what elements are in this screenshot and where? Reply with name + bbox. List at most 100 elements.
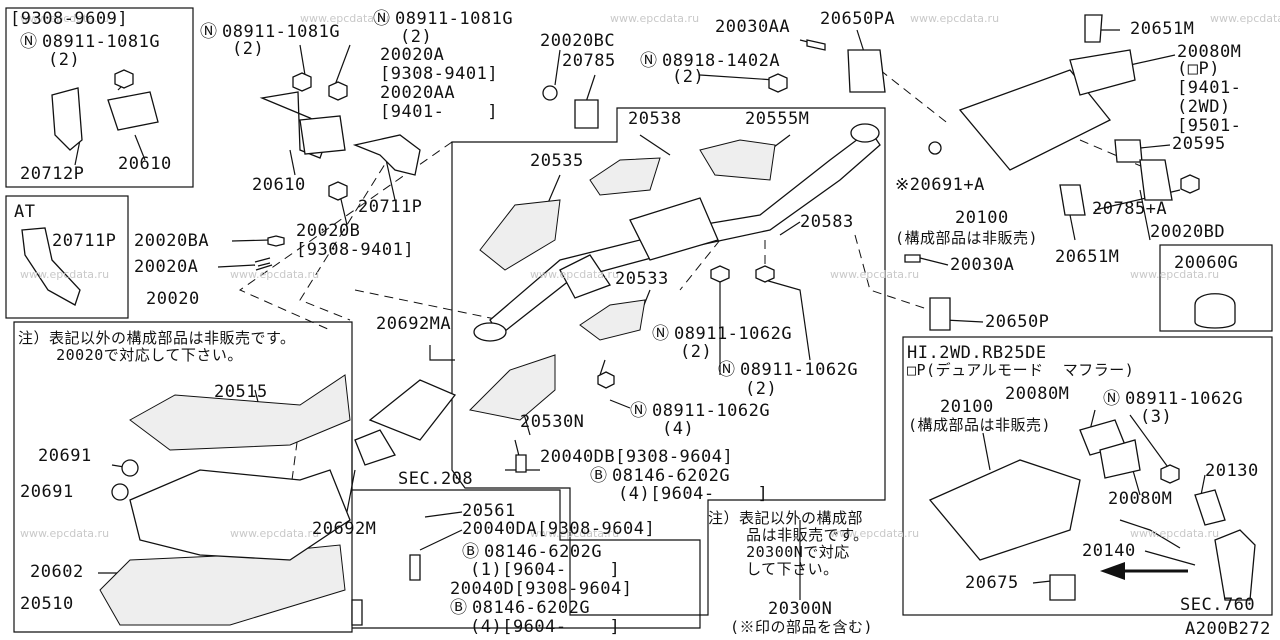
part-note: (□P) [9401- ] (2WD) [9501- ] [1177,59,1242,136]
part-label: 08146-6202G [472,598,591,618]
part-label: 20060G [1174,253,1239,273]
part-label: 20595 [1172,134,1226,154]
part-label: 20691 [38,446,92,466]
diagram-id: A200B272 [1185,619,1271,639]
part-label: 08911-1081G [395,9,514,29]
part-label: 20140 [1082,541,1136,561]
part-label: 20785+A [1092,199,1168,219]
part-label: 08911-1081G [42,32,161,52]
bolt-symbol-icon: Ⓑ [462,542,480,562]
note-text: 注）表記以外の構成部 品は非販売です。 20300Nで対応 して下さい。 [708,509,869,578]
quantity-label: (2) [232,39,265,59]
part-label: 20711P [358,197,423,217]
quantity-label: (1)[9604- ] [470,560,621,580]
quantity-label: (3) [1140,407,1173,427]
part-label: [9308-9609] [10,9,129,29]
part-label: 20651M [1130,19,1195,39]
bolt-symbol-icon: Ⓑ [590,466,608,486]
part-label: 20300N [768,599,833,619]
inset-box-at [5,195,129,319]
quantity-label: (2) [745,379,778,399]
part-label: 20602 [30,562,84,582]
quantity-label: (2) [672,67,705,87]
quantity-label: (2) [680,342,713,362]
part-label: 20583 [800,212,854,232]
nut-symbol-icon: Ⓝ [652,324,670,344]
part-label: 20030A [950,255,1015,275]
part-label: 20020B [9308-9401] [296,221,415,260]
part-label: 20711P [52,231,117,251]
part-label: 20692M [312,519,377,539]
watermark: www.epcdata.ru [1130,527,1220,540]
nut-symbol-icon: Ⓝ [718,360,736,380]
part-label: 08911-1062G [652,401,771,421]
inset-subtitle: □P(デュアルモード マフラー) [907,361,1135,379]
watermark: www.epcdata.ru [910,12,1000,25]
watermark: www.epcdata.ru [20,268,110,281]
inset-box-20060g [1159,244,1273,332]
part-label: 20692MA [376,314,452,334]
watermark: www.epcdata.ru [830,268,920,281]
part-label: 20020BC [540,31,616,51]
part-label: 20675 [965,573,1019,593]
part-label: 20610 [252,175,306,195]
part-label: 20691 [20,482,74,502]
part-label: 20020BD [1150,222,1226,242]
part-label: 08146-6202G [612,466,731,486]
quantity-label: (4)[9604- ] [470,617,621,637]
watermark: www.epcdata.ru [1130,268,1220,281]
part-note: (※印の部品を含む) [730,618,874,636]
inset-box-dual-mode-muffler [902,336,1273,616]
part-label: 20020A [9308-9401] 20020AA [9401- ] [380,45,499,122]
part-label: 20080M [1108,489,1173,509]
watermark: www.epcdata.ru [20,12,110,25]
part-label: 20100 [955,208,1009,228]
part-label: 20080M [1005,384,1070,404]
watermark: www.epcdata.ru [830,527,920,540]
part-label: 20610 [118,154,172,174]
bolt-symbol-icon: Ⓑ [450,598,468,618]
nut-symbol-icon: Ⓝ [630,401,648,421]
part-label: 20712P [20,164,85,184]
inset-box-20300n [451,107,886,616]
section-reference: SEC.760 [1180,595,1256,615]
note-text: 注）表記以外の構成部品は非販売です。 20020で対応して下さい。 [18,329,296,364]
watermark: www.epcdata.ru [20,527,110,540]
part-label: 20650PA [820,9,896,29]
watermark: www.epcdata.ru [230,527,320,540]
part-label: 08911-1062G [1125,389,1244,409]
part-label: 20555M [745,109,810,129]
part-note: (構成部品は非販売) [895,229,1039,247]
watermark: www.epcdata.ru [530,527,620,540]
part-label: 08918-1402A [662,51,781,71]
part-label: 20080M [1177,42,1242,62]
quantity-label: (2) [400,27,433,47]
part-label: 20651M [1055,247,1120,267]
inset-title: AT [14,202,36,222]
part-label: 08146-6202G [484,542,603,562]
quantity-label: (4)[9604- ] [618,484,769,504]
part-label: 20020 [146,289,200,309]
nut-symbol-icon: Ⓝ [640,51,658,71]
part-label: 20100 [940,397,994,417]
part-label: 20510 [20,594,74,614]
part-label: 20785 [562,51,616,71]
part-label: ※20691+A [895,175,985,195]
nut-symbol-icon: Ⓝ [1103,389,1121,409]
part-label: 20533 [615,269,669,289]
part-note: (構成部品は非販売) [908,416,1052,434]
inset-title: HI.2WD.RB25DE [907,343,1047,363]
nut-symbol-icon: Ⓝ [20,32,38,52]
watermark: www.epcdata.ru [530,268,620,281]
quantity-label: (2) [48,50,81,70]
part-label: 20515 [214,382,268,402]
part-label: 08911-1081G [222,22,341,42]
part-label: 20538 [628,109,682,129]
part-label: 08911-1062G [674,324,793,344]
part-label: 20130 [1205,461,1259,481]
quantity-label: (4) [662,419,695,439]
watermark: www.epcdata.ru [300,12,390,25]
part-label: 20040DA[9308-9604] [462,519,656,539]
